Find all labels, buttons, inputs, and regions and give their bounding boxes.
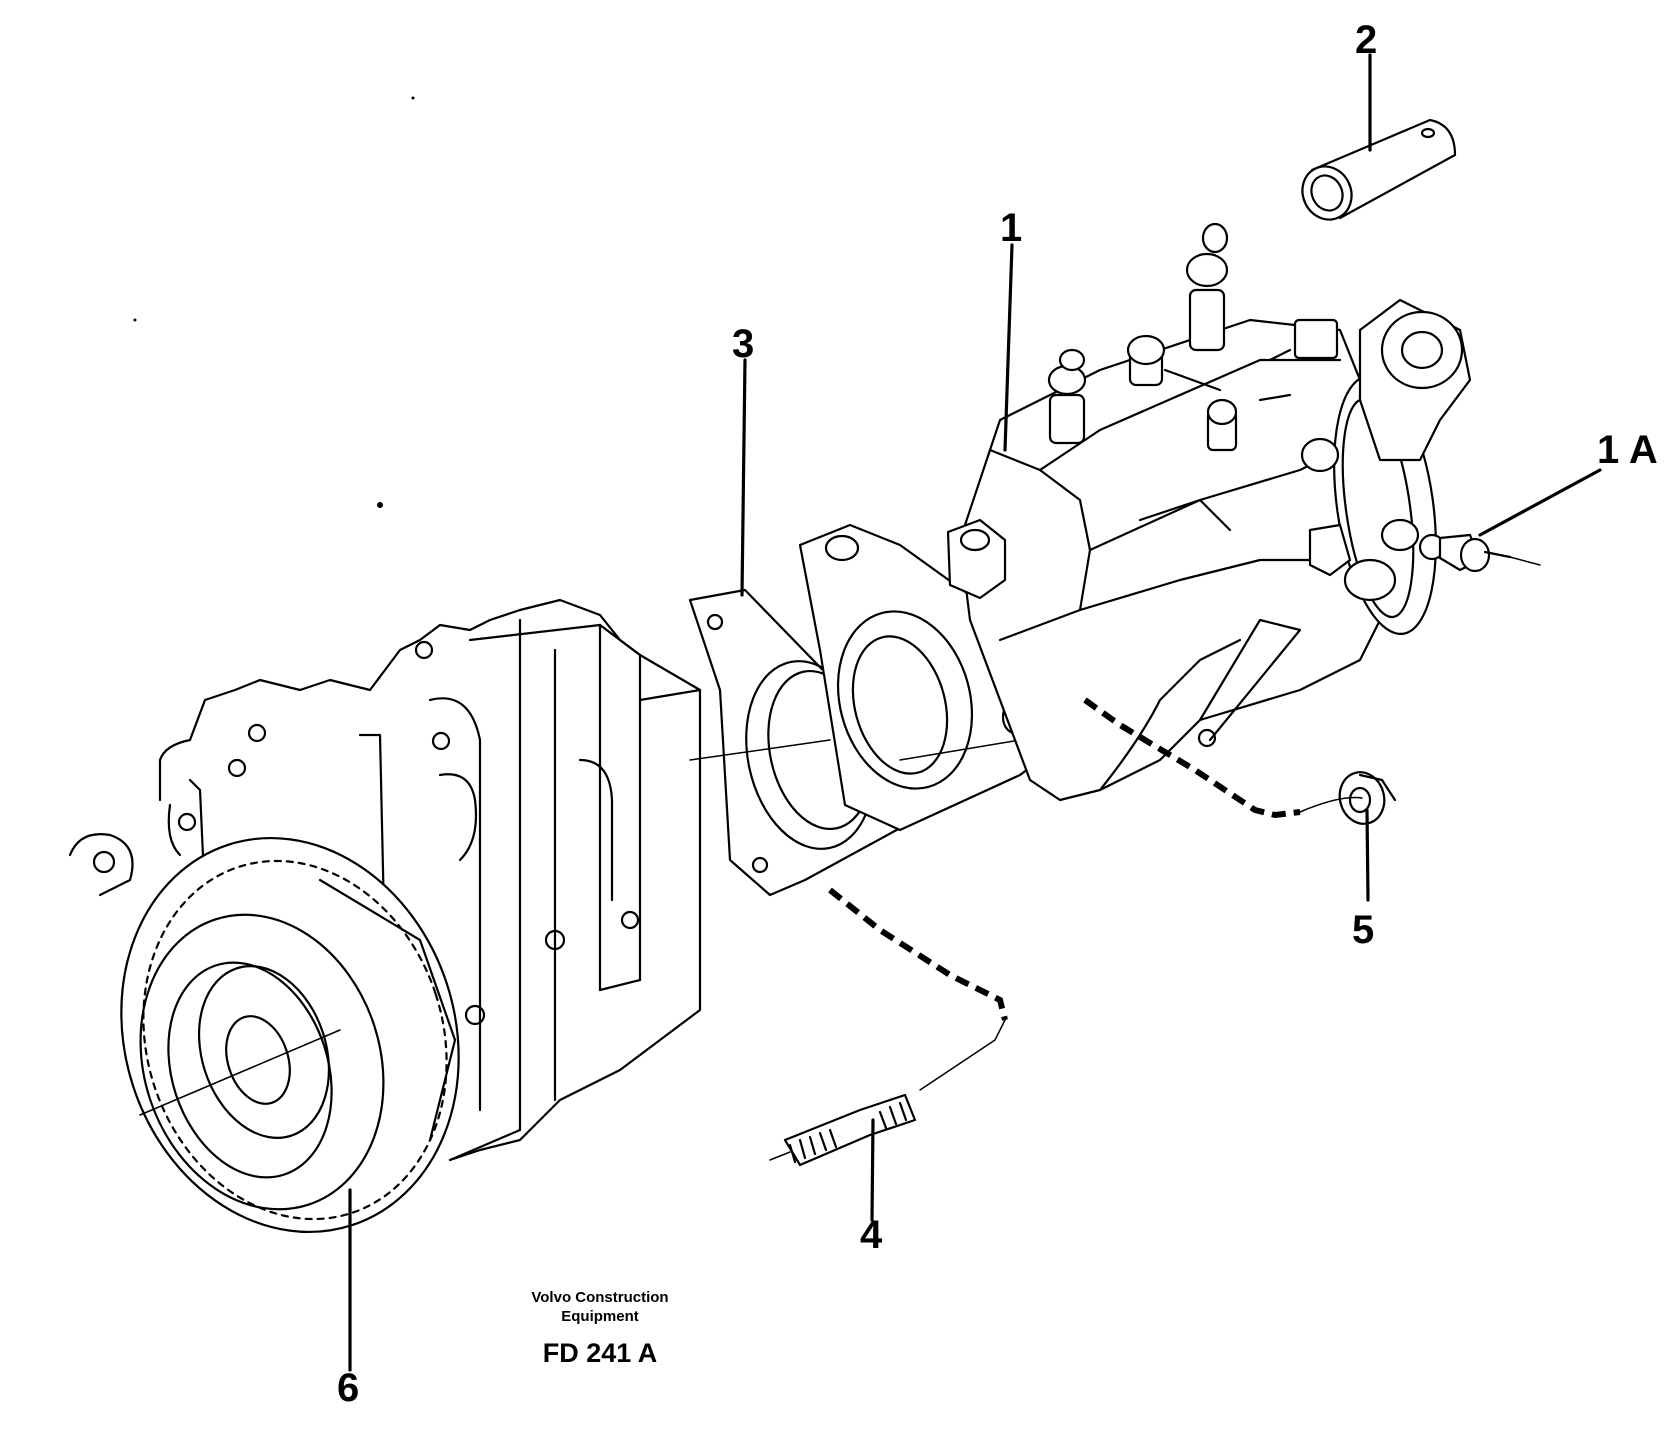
- callout-6: 6: [337, 1366, 360, 1410]
- stud: [769, 1093, 917, 1167]
- drive-gear: [120, 836, 460, 1234]
- callout-4: 4: [860, 1213, 883, 1257]
- caption-company-line2: Equipment: [561, 1308, 639, 1325]
- injection-pump: [798, 222, 1472, 832]
- callout-2: 2: [1355, 18, 1378, 62]
- callout-1a: 1 A: [1597, 428, 1658, 472]
- sleeve: [1301, 118, 1457, 221]
- caption-company: Volvo Construction Equipment: [510, 1288, 690, 1326]
- delivery-valves: [1047, 222, 1339, 452]
- fitting-1a: [1418, 533, 1541, 573]
- leader-lines: [348, 53, 1602, 1372]
- assembly-path-stud: [828, 887, 1008, 1021]
- callout-5: 5: [1352, 908, 1375, 952]
- figure-code: FD 241 A: [542, 1338, 658, 1368]
- assembly-path-nut: [1083, 697, 1301, 819]
- gasket: [688, 588, 922, 897]
- callout-3: 3: [732, 322, 755, 366]
- caption-company-line1: Volvo Construction: [531, 1289, 669, 1306]
- callout-1: 1: [1000, 206, 1023, 250]
